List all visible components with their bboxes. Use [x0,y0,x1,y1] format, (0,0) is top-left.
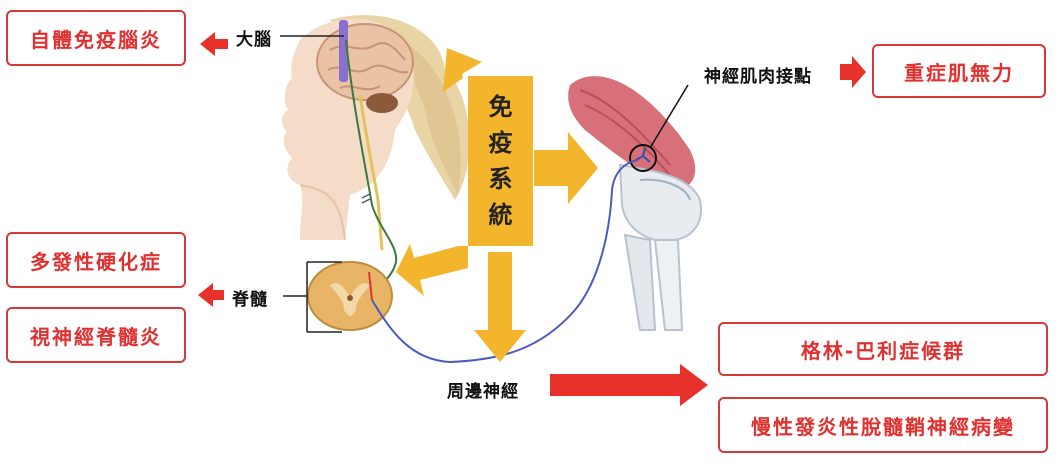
immune-arrow-to-spinal [396,244,468,296]
label-brain: 大腦 [236,30,272,50]
disease-guillain-barre: 格林-巴利症候群 [718,322,1048,376]
immune-char-4: 統 [488,201,513,229]
immune-system-box: 免 疫 系 統 [468,76,533,246]
label-spinal-cord: 脊髓 [232,290,268,310]
hair-illustration [330,15,470,200]
disease-multiple-sclerosis: 多發性硬化症 [6,232,186,288]
disease-autoimmune-encephalitis: 自體免疫腦炎 [6,10,186,66]
red-arrow-nerve [550,364,708,406]
disease-cidp: 慢性發炎性脫髓鞘神經病變 [718,397,1048,453]
immune-char-3: 系 [488,165,513,193]
disease-myasthenia-gravis: 重症肌無力 [872,44,1046,98]
immune-arrow-to-nmj [534,132,598,204]
label-peripheral-nerve: 周邊神經 [447,382,519,402]
immune-char-2: 疫 [488,129,513,157]
knee-illustration [618,163,702,241]
disease-nmosd: 視神經脊髓炎 [6,307,186,363]
red-arrow-spinal [198,283,224,307]
peripheral-nerve-line [371,159,639,364]
red-arrow-nmj [840,56,866,88]
brain-spinal-nerve [345,39,398,293]
immune-arrow-to-nerve [474,252,526,362]
immune-arrow-to-brain [443,48,482,92]
label-nmj: 神經肌肉接點 [704,67,812,87]
red-arrow-brain [200,32,228,56]
muscle-illustration [568,76,696,190]
immune-char-1: 免 [488,93,513,121]
